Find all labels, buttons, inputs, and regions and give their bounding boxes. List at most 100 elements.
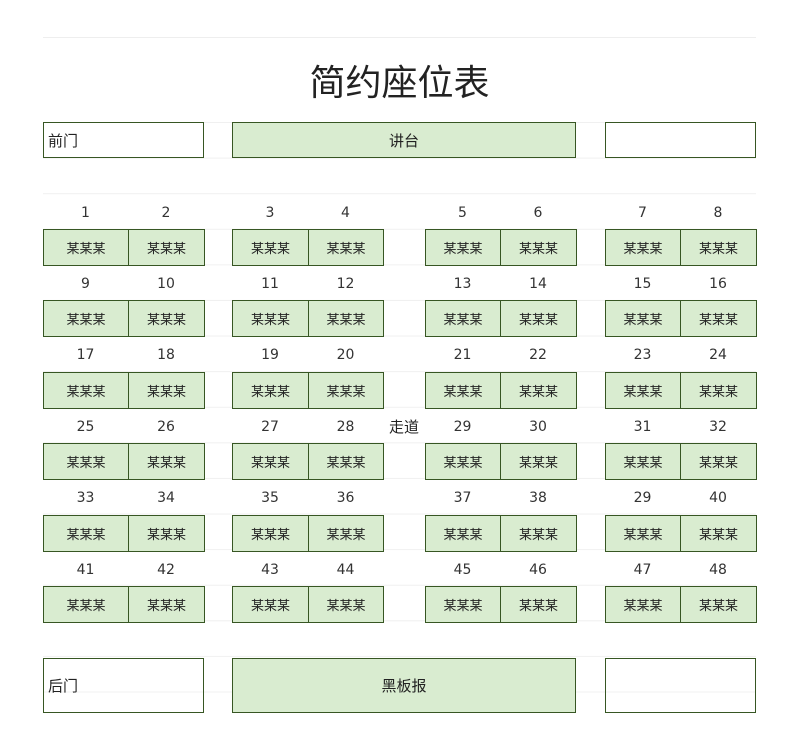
seat-name[interactable]: 某某某 xyxy=(43,229,129,266)
aisle-label: 走道 xyxy=(388,417,419,436)
seat-name[interactable]: 某某某 xyxy=(425,586,501,623)
seat-name[interactable]: 某某某 xyxy=(605,443,681,481)
seat-number: 20 xyxy=(336,347,355,364)
seat-number: 40 xyxy=(709,490,727,507)
seat-name[interactable]: 某某某 xyxy=(680,229,757,266)
seat-number: 48 xyxy=(709,561,727,578)
seat-number: 28 xyxy=(336,418,355,435)
seat-number: 30 xyxy=(529,418,547,435)
seat-name[interactable]: 某某某 xyxy=(232,443,309,481)
seat-name[interactable]: 某某某 xyxy=(308,371,384,409)
seat-name[interactable]: 某某某 xyxy=(605,371,681,409)
seat-name[interactable]: 某某某 xyxy=(425,371,501,409)
seat-name[interactable]: 某某某 xyxy=(680,586,757,623)
seat-number: 19 xyxy=(261,347,279,364)
seat-number: 23 xyxy=(633,347,652,364)
seat-number: 43 xyxy=(261,561,279,578)
seat-number: 34 xyxy=(157,490,175,507)
seat-number: 42 xyxy=(157,561,175,578)
seat-number: 47 xyxy=(633,561,652,578)
seat-name[interactable]: 某某某 xyxy=(308,443,384,481)
seat-number: 10 xyxy=(157,275,175,292)
seat-name[interactable]: 某某某 xyxy=(425,229,501,266)
seat-name[interactable]: 某某某 xyxy=(605,300,681,338)
seat-name[interactable]: 某某某 xyxy=(308,300,384,338)
front-door-cell: 前门 xyxy=(43,122,204,158)
seat-number: 37 xyxy=(453,490,472,507)
seat-name[interactable]: 某某某 xyxy=(605,514,681,552)
seat-name[interactable]: 某某某 xyxy=(128,229,205,266)
seat-name[interactable]: 某某某 xyxy=(605,586,681,623)
seat-number: 12 xyxy=(336,275,355,292)
page-title: 简约座位表 xyxy=(43,37,756,122)
seat-number: 13 xyxy=(453,275,472,292)
seat-number: 8 xyxy=(713,204,723,221)
seat-number: 3 xyxy=(265,204,275,221)
seat-number: 38 xyxy=(529,490,547,507)
seat-number: 31 xyxy=(633,418,652,435)
seat-name[interactable]: 某某某 xyxy=(232,229,309,266)
seat-number: 26 xyxy=(157,418,175,435)
seat-name[interactable]: 某某某 xyxy=(605,229,681,266)
seat-number: 29 xyxy=(453,418,472,435)
seat-number: 45 xyxy=(453,561,472,578)
seat-name[interactable]: 某某某 xyxy=(500,229,577,266)
seat-name[interactable]: 某某某 xyxy=(43,514,129,552)
seat-name[interactable]: 某某某 xyxy=(425,514,501,552)
seat-name[interactable]: 某某某 xyxy=(43,371,129,409)
seat-name[interactable]: 某某某 xyxy=(500,586,577,623)
seat-number: 32 xyxy=(709,418,727,435)
seat-number: 2 xyxy=(161,204,171,221)
seat-name[interactable]: 某某某 xyxy=(425,443,501,481)
seat-number: 35 xyxy=(261,490,279,507)
seat-number: 17 xyxy=(76,347,95,364)
seat-number: 18 xyxy=(157,347,175,364)
seat-name[interactable]: 某某某 xyxy=(43,300,129,338)
seat-name[interactable]: 某某某 xyxy=(500,443,577,481)
seat-number: 27 xyxy=(261,418,279,435)
seat-name[interactable]: 某某某 xyxy=(308,586,384,623)
seat-number: 36 xyxy=(336,490,355,507)
seat-number: 16 xyxy=(709,275,727,292)
seat-name[interactable]: 某某某 xyxy=(680,443,757,481)
seat-name[interactable]: 某某某 xyxy=(500,514,577,552)
seat-name[interactable]: 某某某 xyxy=(128,514,205,552)
seat-name[interactable]: 某某某 xyxy=(232,514,309,552)
seat-number: 5 xyxy=(458,204,467,221)
seat-name[interactable]: 某某某 xyxy=(232,371,309,409)
seat-name[interactable]: 某某某 xyxy=(43,586,129,623)
seat-number: 24 xyxy=(709,347,727,364)
seat-number: 41 xyxy=(76,561,95,578)
seat-name[interactable]: 某某某 xyxy=(232,586,309,623)
blackboard-cell: 黑板报 xyxy=(232,658,576,713)
seat-number: 21 xyxy=(453,347,472,364)
seat-number: 22 xyxy=(529,347,547,364)
seat-number: 7 xyxy=(638,204,647,221)
seat-number: 44 xyxy=(336,561,355,578)
seat-number: 9 xyxy=(81,275,90,292)
seat-name[interactable]: 某某某 xyxy=(308,229,384,266)
seat-name[interactable]: 某某某 xyxy=(500,300,577,338)
seat-number: 46 xyxy=(529,561,547,578)
seat-name[interactable]: 某某某 xyxy=(128,586,205,623)
empty-cell-bottom-right xyxy=(605,658,756,713)
seat-number: 1 xyxy=(81,204,90,221)
seat-name[interactable]: 某某某 xyxy=(308,514,384,552)
seat-number: 29 xyxy=(633,490,652,507)
seat-name[interactable]: 某某某 xyxy=(128,443,205,481)
seat-number: 33 xyxy=(76,490,95,507)
podium-cell: 讲台 xyxy=(232,122,576,158)
seat-name[interactable]: 某某某 xyxy=(680,514,757,552)
seat-name[interactable]: 某某某 xyxy=(425,300,501,338)
seat-name[interactable]: 某某某 xyxy=(43,443,129,481)
seat-name[interactable]: 某某某 xyxy=(680,300,757,338)
seat-number: 15 xyxy=(633,275,652,292)
seat-name[interactable]: 某某某 xyxy=(500,371,577,409)
seat-name[interactable]: 某某某 xyxy=(128,371,205,409)
seat-name[interactable]: 某某某 xyxy=(680,371,757,409)
back-door-cell: 后门 xyxy=(43,658,204,713)
seat-name[interactable]: 某某某 xyxy=(232,300,309,338)
seat-name[interactable]: 某某某 xyxy=(128,300,205,338)
seat-number: 6 xyxy=(533,204,543,221)
seat-number: 11 xyxy=(261,275,279,292)
